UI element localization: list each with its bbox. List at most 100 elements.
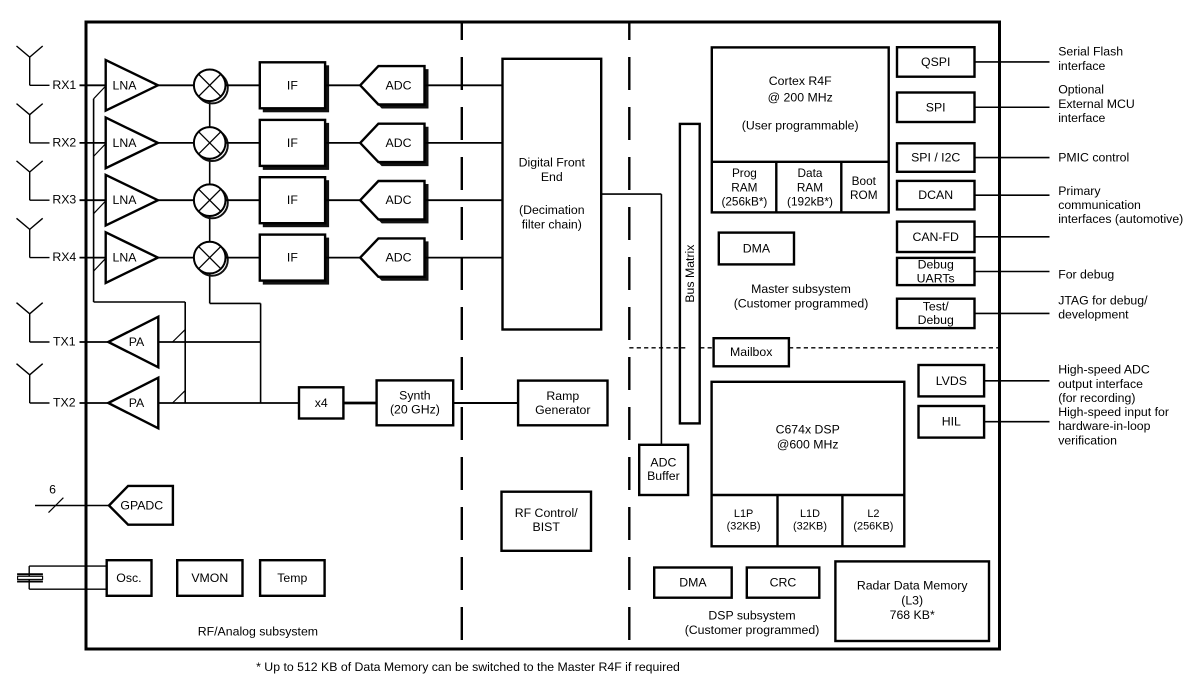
svg-text:interfaces (automotive): interfaces (automotive) (1058, 212, 1183, 226)
svg-text:L1P: L1P (734, 508, 753, 520)
svg-text:development: development (1058, 307, 1129, 321)
svg-text:RX1: RX1 (52, 78, 76, 92)
svg-text:PA: PA (129, 335, 145, 349)
svg-text:6: 6 (49, 483, 56, 497)
svg-text:SPI: SPI (926, 100, 946, 114)
svg-text:IF: IF (287, 136, 298, 150)
svg-text:For debug: For debug (1058, 268, 1114, 282)
svg-text:RX2: RX2 (52, 135, 76, 149)
svg-text:(Decimation: (Decimation (519, 203, 585, 217)
svg-text:interface: interface (1058, 59, 1105, 73)
svg-text:LNA: LNA (113, 78, 138, 92)
svg-text:DMA: DMA (679, 576, 707, 590)
svg-text:External MCU: External MCU (1058, 97, 1135, 111)
svg-text:PMIC control: PMIC control (1058, 150, 1129, 164)
svg-text:@600 MHz: @600 MHz (777, 437, 839, 451)
svg-text:UARTs: UARTs (917, 271, 955, 285)
svg-text:768 KB*: 768 KB* (890, 608, 935, 622)
svg-text:(Customer programmed): (Customer programmed) (734, 296, 869, 310)
svg-text:(Customer programmed): (Customer programmed) (685, 623, 820, 637)
svg-text:TX2: TX2 (53, 396, 76, 410)
svg-text:hardware-in-loop: hardware-in-loop (1058, 419, 1150, 433)
svg-text:GPADC: GPADC (120, 498, 163, 512)
svg-text:RAM: RAM (797, 180, 823, 194)
svg-text:PA: PA (129, 396, 145, 410)
svg-text:ROM: ROM (850, 188, 878, 202)
svg-text:Master subsystem: Master subsystem (751, 282, 851, 296)
svg-text:SPI / I2C: SPI / I2C (911, 151, 960, 165)
svg-text:(for recording): (for recording) (1058, 391, 1135, 405)
svg-text:High-speed ADC: High-speed ADC (1058, 363, 1150, 377)
svg-text:interface: interface (1058, 111, 1105, 125)
svg-text:CAN-FD: CAN-FD (912, 230, 959, 244)
svg-text:output interface: output interface (1058, 377, 1143, 391)
svg-text:Mailbox: Mailbox (730, 345, 773, 359)
svg-text:CRC: CRC (770, 576, 797, 590)
svg-text:C674x DSP: C674x DSP (776, 422, 840, 436)
svg-text:LVDS: LVDS (936, 374, 967, 388)
svg-text:verification: verification (1058, 433, 1117, 447)
svg-text:(20 GHz): (20 GHz) (390, 403, 440, 417)
svg-text:L1D: L1D (800, 508, 820, 520)
svg-text:Primary: Primary (1058, 184, 1101, 198)
svg-text:High-speed input for: High-speed input for (1058, 405, 1169, 419)
svg-text:ADC: ADC (386, 78, 412, 92)
svg-text:TX1: TX1 (53, 335, 76, 349)
svg-text:End: End (541, 170, 563, 184)
svg-text:Debug: Debug (918, 313, 954, 327)
svg-text:(256kB*): (256kB*) (721, 195, 767, 209)
svg-text:@ 200 MHz: @ 200 MHz (768, 90, 833, 104)
svg-text:LNA: LNA (113, 251, 138, 265)
svg-text:x4: x4 (315, 396, 328, 410)
svg-text:RX3: RX3 (52, 193, 76, 207)
svg-text:JTAG for debug/: JTAG for debug/ (1058, 293, 1148, 307)
svg-text:Osc.: Osc. (116, 571, 141, 585)
svg-text:RF Control/: RF Control/ (515, 506, 578, 520)
svg-text:Cortex R4F: Cortex R4F (769, 74, 832, 88)
svg-text:L2: L2 (867, 508, 879, 520)
svg-text:Prog: Prog (732, 166, 757, 180)
svg-text:ADC: ADC (386, 251, 412, 265)
svg-text:Digital Front: Digital Front (519, 155, 586, 169)
svg-text:LNA: LNA (113, 136, 138, 150)
svg-text:IF: IF (287, 193, 298, 207)
svg-text:(User programmable): (User programmable) (742, 119, 859, 133)
svg-text:(L3): (L3) (901, 593, 923, 607)
svg-text:Optional: Optional (1058, 83, 1104, 97)
svg-text:VMON: VMON (191, 571, 228, 585)
svg-text:ADC: ADC (386, 136, 412, 150)
svg-text:Data: Data (798, 166, 823, 180)
svg-text:ADC: ADC (650, 455, 676, 469)
svg-text:(192kB*): (192kB*) (787, 195, 833, 209)
svg-text:QSPI: QSPI (921, 55, 950, 69)
svg-text:(32KB): (32KB) (727, 520, 761, 532)
svg-text:IF: IF (287, 78, 298, 92)
svg-text:Radar Data Memory: Radar Data Memory (857, 579, 969, 593)
svg-text:Boot: Boot (852, 174, 877, 188)
svg-text:DSP subsystem: DSP subsystem (708, 609, 795, 623)
svg-text:filter chain): filter chain) (522, 217, 582, 231)
svg-text:BIST: BIST (533, 520, 561, 534)
svg-text:Test/: Test/ (923, 300, 950, 314)
svg-text:(256KB): (256KB) (853, 520, 893, 532)
svg-text:RAM: RAM (731, 180, 757, 194)
svg-text:* Up to 512 KB of Data Memory: * Up to 512 KB of Data Memory can be swi… (256, 660, 680, 674)
svg-text:RF/Analog subsystem: RF/Analog subsystem (198, 624, 318, 638)
svg-text:Generator: Generator (535, 403, 590, 417)
svg-text:IF: IF (287, 251, 298, 265)
svg-text:Temp: Temp (277, 571, 307, 585)
svg-text:Debug: Debug (918, 258, 954, 272)
svg-text:communication: communication (1058, 198, 1141, 212)
svg-text:ADC: ADC (386, 193, 412, 207)
svg-text:(32KB): (32KB) (793, 520, 827, 532)
svg-text:Buffer: Buffer (647, 469, 680, 483)
svg-text:RX4: RX4 (52, 250, 76, 264)
svg-text:LNA: LNA (113, 193, 138, 207)
svg-text:DCAN: DCAN (918, 188, 953, 202)
svg-text:Synth: Synth (399, 389, 431, 403)
svg-text:DMA: DMA (743, 242, 771, 256)
svg-text:HIL: HIL (942, 415, 961, 429)
svg-text:Bus Matrix: Bus Matrix (683, 244, 697, 303)
svg-text:Ramp: Ramp (546, 389, 579, 403)
svg-text:Serial Flash: Serial Flash (1058, 45, 1123, 59)
